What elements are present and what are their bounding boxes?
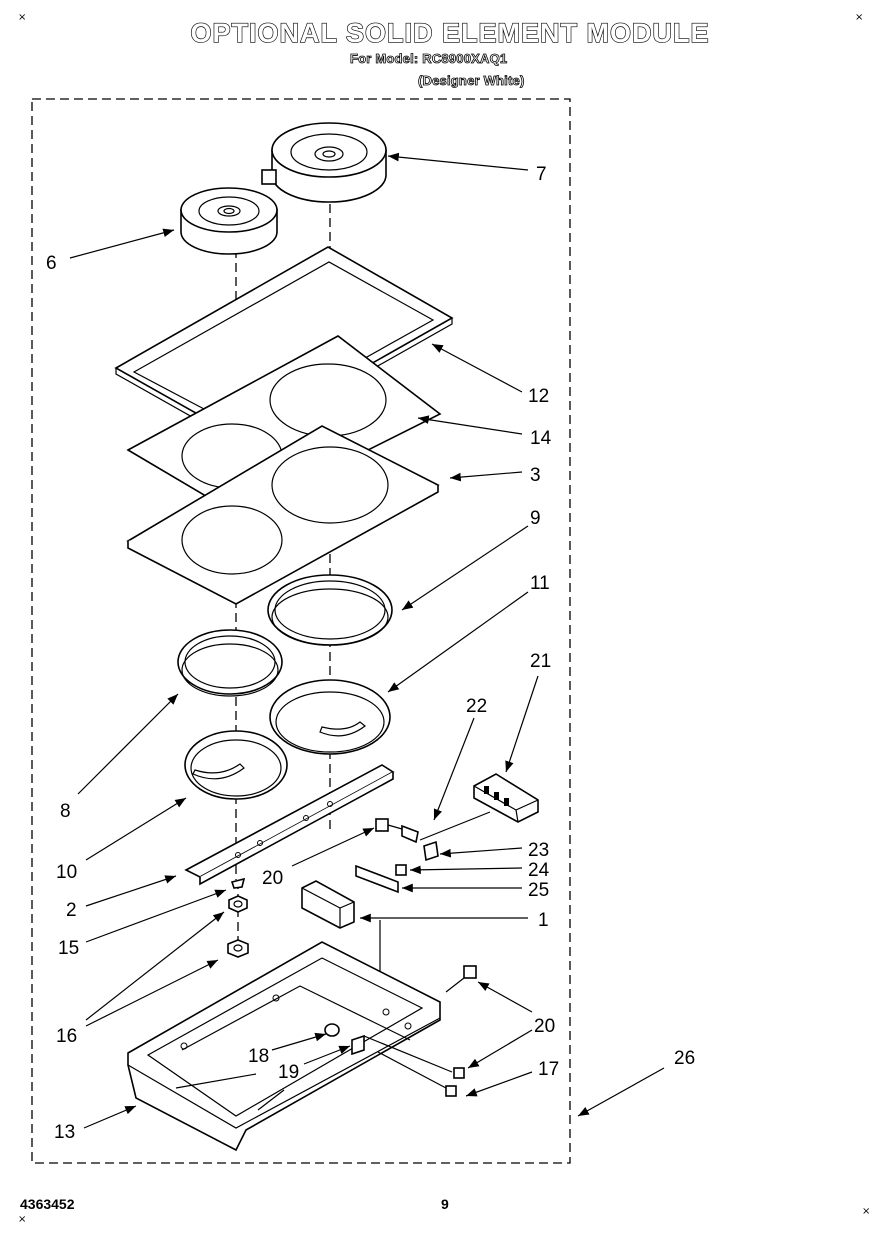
part-label-20-lower: 20 bbox=[534, 1016, 555, 1037]
hex-nut-upper bbox=[228, 895, 248, 913]
mounting-bracket-strip bbox=[184, 764, 395, 886]
corner-mark-bottom-right: × bbox=[862, 1206, 871, 1217]
leader-13 bbox=[83, 1105, 137, 1129]
screw-24 bbox=[395, 864, 407, 876]
part-label-25: 25 bbox=[528, 880, 549, 901]
leader-13c bbox=[257, 1089, 285, 1111]
part-label-14: 14 bbox=[530, 428, 552, 449]
part-label-9: 9 bbox=[530, 508, 541, 529]
leader-7 bbox=[387, 152, 529, 171]
leader-13b bbox=[175, 1073, 257, 1089]
leader-15 bbox=[85, 889, 227, 943]
part-label-7: 7 bbox=[536, 164, 547, 185]
leader-14 bbox=[417, 415, 523, 435]
part-label-22: 22 bbox=[466, 696, 487, 717]
wire-bracket bbox=[301, 880, 381, 1020]
part-label-16: 16 bbox=[56, 1026, 77, 1047]
screw-pan-2 bbox=[445, 1085, 457, 1097]
screw-pan-1 bbox=[453, 1067, 465, 1079]
model-line: For Model: RC8900XAQ1 bbox=[350, 51, 508, 67]
part-label-24: 24 bbox=[528, 860, 550, 881]
corner-mark-top-left: × bbox=[18, 12, 27, 23]
leader-23 bbox=[439, 847, 523, 858]
small-trim-ring bbox=[177, 629, 283, 697]
part-label-8: 8 bbox=[60, 801, 71, 822]
large-reflector-bowl bbox=[269, 679, 391, 755]
part-label-23: 23 bbox=[528, 840, 549, 861]
leader-9 bbox=[401, 525, 529, 611]
document-number: 4363452 bbox=[20, 1196, 75, 1212]
leader-10 bbox=[85, 797, 187, 861]
leader-21 bbox=[505, 675, 539, 773]
leader-17 bbox=[465, 1071, 533, 1097]
hex-nut-lower bbox=[227, 939, 249, 958]
leader-12 bbox=[431, 343, 523, 393]
part-label-11: 11 bbox=[530, 573, 550, 594]
corner-mark-bottom-left: × bbox=[18, 1214, 27, 1225]
ground-clip bbox=[351, 1034, 365, 1056]
leader-24 bbox=[409, 865, 523, 875]
screw-upper bbox=[375, 818, 419, 844]
leader-22 bbox=[433, 717, 475, 821]
spring-clip bbox=[230, 877, 246, 889]
small-surface-element bbox=[180, 187, 278, 255]
page-title: OPTIONAL SOLID ELEMENT MODULE bbox=[190, 17, 710, 48]
screw-20-lower bbox=[445, 965, 477, 993]
leader-pan-wire bbox=[363, 1035, 453, 1073]
part-label-12: 12 bbox=[528, 386, 549, 407]
leader-2 bbox=[85, 875, 177, 907]
part-label-3: 3 bbox=[530, 465, 541, 486]
leader-3 bbox=[449, 471, 523, 482]
insulator-strip bbox=[355, 864, 399, 894]
part-label-17: 17 bbox=[538, 1059, 559, 1080]
part-label-13: 13 bbox=[54, 1122, 75, 1143]
grommet bbox=[324, 1023, 340, 1037]
part-label-15: 15 bbox=[58, 938, 79, 959]
part-label-21: 21 bbox=[530, 651, 551, 672]
wire-clip bbox=[423, 840, 439, 862]
part-label-20-upper: 20 bbox=[262, 868, 283, 889]
part-label-19: 19 bbox=[278, 1062, 299, 1083]
module-boundary bbox=[31, 98, 571, 1164]
leader-19 bbox=[303, 1045, 351, 1065]
leader-18 bbox=[271, 1032, 327, 1051]
part-label-26: 26 bbox=[674, 1048, 695, 1069]
leader-pan-wire-2 bbox=[377, 1051, 447, 1089]
leader-6 bbox=[69, 228, 175, 259]
part-label-10: 10 bbox=[56, 862, 77, 883]
leader-8 bbox=[77, 693, 179, 795]
part-label-18: 18 bbox=[248, 1046, 269, 1067]
leader-20c bbox=[467, 1029, 533, 1069]
cooktop-panel bbox=[126, 425, 440, 605]
leader-26 bbox=[577, 1067, 665, 1117]
part-label-2: 2 bbox=[66, 900, 77, 921]
leader-16a bbox=[85, 911, 225, 1021]
terminal-block bbox=[419, 773, 539, 841]
leader-11 bbox=[387, 591, 529, 693]
large-surface-element bbox=[261, 122, 387, 203]
variant-line: (Designer White) bbox=[418, 73, 525, 89]
leader-20b bbox=[477, 981, 533, 1013]
page-number: 9 bbox=[441, 1196, 449, 1212]
corner-mark-top-right: × bbox=[855, 12, 864, 23]
leader-20a bbox=[291, 827, 375, 867]
part-label-1: 1 bbox=[538, 910, 549, 931]
small-reflector-bowl bbox=[184, 730, 288, 800]
large-trim-ring bbox=[267, 574, 393, 646]
leader-16b bbox=[85, 959, 219, 1027]
part-label-6: 6 bbox=[46, 253, 57, 274]
